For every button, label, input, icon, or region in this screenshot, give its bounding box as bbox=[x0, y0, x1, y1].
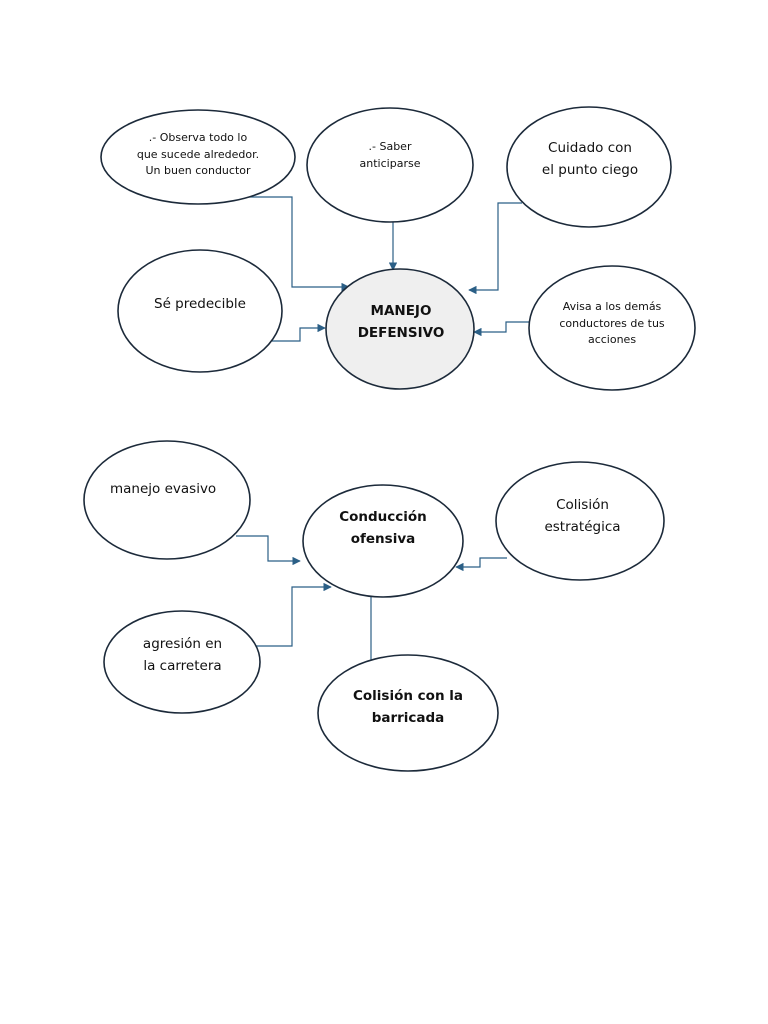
node-conduccion-ofensiva-label: Conducción ofensiva bbox=[339, 508, 427, 547]
connector-observa bbox=[240, 196, 350, 292]
node-agresion-label: agresión en la carretera bbox=[142, 636, 223, 674]
node-manejo-defensivo-shape bbox=[325, 268, 475, 390]
node-punto-ciego-shape bbox=[506, 106, 672, 228]
node-colision-estrategica-label: Colisión estratégica bbox=[544, 497, 621, 535]
node-manejo-evasivo-shape bbox=[83, 440, 251, 560]
node-agresion-shape bbox=[103, 610, 261, 714]
node-colision-estrategica-shape bbox=[495, 461, 665, 581]
connector-manejo-evasivo bbox=[236, 535, 301, 566]
connector-avisa bbox=[473, 321, 540, 337]
node-manejo-evasivo-label: manejo evasivo bbox=[110, 481, 217, 498]
node-conduccion-ofensiva-shape bbox=[302, 484, 464, 598]
node-anticiparse-label: .- Saber anticiparse bbox=[359, 139, 421, 170]
node-avisa-label: Avisa a los demás conductores de tus acc… bbox=[559, 300, 665, 347]
connector-colision-estrategica bbox=[455, 557, 507, 572]
connectors-manejo-defensivo bbox=[240, 196, 540, 342]
node-avisa-shape bbox=[528, 265, 696, 391]
node-observa-label: .- Observa todo lo que sucede alrededor.… bbox=[136, 131, 260, 178]
connector-agresion bbox=[251, 582, 332, 647]
node-barricada-label: Colisión con la barricada bbox=[352, 687, 463, 726]
node-predecible-shape bbox=[117, 249, 283, 373]
connector-punto-ciego bbox=[468, 202, 522, 295]
connector-predecible bbox=[272, 323, 326, 342]
node-barricada-shape bbox=[317, 654, 499, 772]
connectors-conduccion-ofensiva bbox=[236, 535, 507, 664]
node-anticiparse-shape bbox=[306, 107, 474, 223]
node-punto-ciego-label: Cuidado con el punto ciego bbox=[541, 140, 639, 178]
node-manejo-defensivo-label: MANEJO DEFENSIVO bbox=[357, 302, 445, 341]
node-observa-shape bbox=[100, 109, 296, 205]
node-predecible-label: Sé predecible bbox=[154, 296, 246, 313]
